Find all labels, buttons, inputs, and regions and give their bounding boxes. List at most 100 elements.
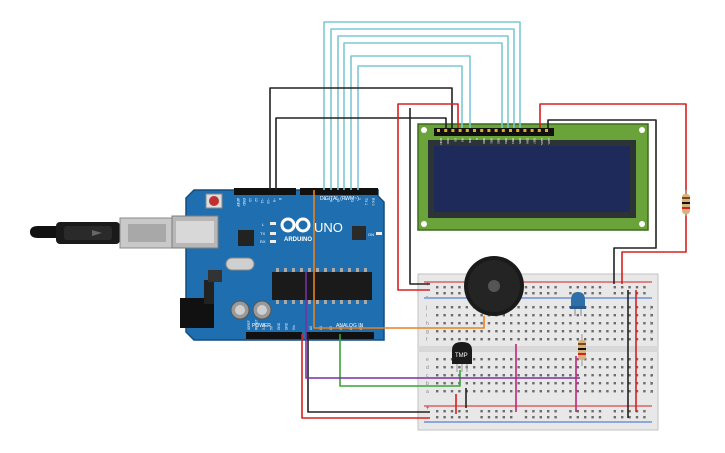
breadboard-hole[interactable] <box>450 314 454 317</box>
wire-purple[interactable] <box>305 272 580 379</box>
digital-header-right[interactable] <box>300 188 378 195</box>
breadboard-hole[interactable] <box>650 374 653 377</box>
breadboard-hole[interactable] <box>458 314 461 317</box>
breadboard-hole[interactable] <box>584 286 587 289</box>
breadboard-hole[interactable] <box>569 338 572 341</box>
breadboard-hole[interactable] <box>561 358 565 361</box>
breadboard-hole[interactable] <box>591 338 594 341</box>
breadboard-hole[interactable] <box>510 374 513 377</box>
breadboard-hole[interactable] <box>487 358 491 361</box>
lcd-pin[interactable] <box>537 129 541 132</box>
breadboard-hole[interactable] <box>598 306 602 309</box>
breadboard-hole[interactable] <box>532 374 535 377</box>
breadboard-hole[interactable] <box>532 338 535 341</box>
breadboard-hole[interactable] <box>517 314 520 317</box>
breadboard-hole[interactable] <box>436 330 439 333</box>
breadboard-hole[interactable] <box>524 338 528 341</box>
breadboard-hole[interactable] <box>547 322 550 325</box>
lcd-pin[interactable] <box>501 129 505 132</box>
breadboard-hole[interactable] <box>443 410 446 413</box>
breadboard-hole[interactable] <box>621 330 624 333</box>
breadboard-hole[interactable] <box>458 286 461 289</box>
breadboard-hole[interactable] <box>473 374 476 377</box>
breadboard-hole[interactable] <box>547 382 550 385</box>
breadboard-hole[interactable] <box>450 286 454 289</box>
lcd-pin[interactable] <box>437 129 440 132</box>
breadboard-hole[interactable] <box>487 410 491 413</box>
lcd-pin[interactable] <box>458 129 462 132</box>
breadboard-hole[interactable] <box>591 314 594 317</box>
breadboard-hole[interactable] <box>569 416 572 419</box>
breadboard-hole[interactable] <box>621 306 624 309</box>
breadboard-hole[interactable] <box>650 366 653 369</box>
breadboard-hole[interactable] <box>458 322 461 325</box>
breadboard-hole[interactable] <box>436 314 439 317</box>
lcd-pin[interactable] <box>473 129 476 132</box>
digital-header-left[interactable] <box>234 188 296 195</box>
breadboard-hole[interactable] <box>576 286 579 289</box>
wire-orange-buzzer[interactable] <box>313 190 485 329</box>
breadboard-hole[interactable] <box>613 358 616 361</box>
breadboard-hole[interactable] <box>487 390 491 393</box>
breadboard-hole[interactable] <box>635 374 639 377</box>
breadboard-hole[interactable] <box>443 416 446 419</box>
breadboard-hole[interactable] <box>443 330 446 333</box>
breadboard-hole[interactable] <box>613 330 616 333</box>
breadboard-hole[interactable] <box>532 416 535 419</box>
breadboard-hole[interactable] <box>480 358 483 361</box>
breadboard-hole[interactable] <box>532 322 535 325</box>
breadboard-hole[interactable] <box>539 358 542 361</box>
breadboard-hole[interactable] <box>584 374 587 377</box>
breadboard-hole[interactable] <box>524 292 528 295</box>
breadboard-hole[interactable] <box>569 374 572 377</box>
breadboard-hole[interactable] <box>510 390 513 393</box>
breadboard-hole[interactable] <box>473 382 476 385</box>
breadboard-hole[interactable] <box>502 416 505 419</box>
breadboard-hole[interactable] <box>606 366 609 369</box>
breadboard-hole[interactable] <box>443 306 446 309</box>
breadboard-hole[interactable] <box>584 382 587 385</box>
breadboard-hole[interactable] <box>554 338 557 341</box>
breadboard-hole[interactable] <box>465 416 468 419</box>
breadboard-hole[interactable] <box>458 338 461 341</box>
breadboard-hole[interactable] <box>539 322 542 325</box>
lcd-pin[interactable] <box>545 129 548 132</box>
breadboard-hole[interactable] <box>547 338 550 341</box>
breadboard-hole[interactable] <box>539 382 542 385</box>
breadboard-hole[interactable] <box>539 416 542 419</box>
breadboard-hole[interactable] <box>591 330 594 333</box>
breadboard-hole[interactable] <box>473 390 476 393</box>
breadboard-hole[interactable] <box>450 366 454 369</box>
breadboard-hole[interactable] <box>576 322 579 325</box>
breadboard-hole[interactable] <box>502 338 505 341</box>
breadboard-hole[interactable] <box>643 330 646 333</box>
breadboard-hole[interactable] <box>569 314 572 317</box>
breadboard-hole[interactable] <box>465 330 468 333</box>
breadboard-hole[interactable] <box>621 292 624 295</box>
breadboard-hole[interactable] <box>591 292 594 295</box>
breadboard-hole[interactable] <box>628 416 631 419</box>
breadboard-hole[interactable] <box>495 410 498 413</box>
breadboard-hole[interactable] <box>621 322 624 325</box>
breadboard-hole[interactable] <box>480 416 483 419</box>
breadboard-hole[interactable] <box>584 330 587 333</box>
breadboard-hole[interactable] <box>495 322 498 325</box>
breadboard-hole[interactable] <box>517 306 520 309</box>
breadboard-hole[interactable] <box>643 410 646 413</box>
breadboard-hole[interactable] <box>502 330 505 333</box>
breadboard-hole[interactable] <box>576 366 579 369</box>
breadboard-hole[interactable] <box>502 314 505 317</box>
breadboard-hole[interactable] <box>547 314 550 317</box>
breadboard-hole[interactable] <box>510 416 513 419</box>
breadboard-hole[interactable] <box>628 330 631 333</box>
wire-black-gnd-bottom[interactable] <box>307 334 430 413</box>
breadboard-hole[interactable] <box>495 338 498 341</box>
piezo-buzzer[interactable] <box>464 256 524 316</box>
breadboard-hole[interactable] <box>436 382 439 385</box>
breadboard-hole[interactable] <box>480 338 483 341</box>
breadboard-hole[interactable] <box>591 382 594 385</box>
breadboard-hole[interactable] <box>487 374 491 377</box>
breadboard-hole[interactable] <box>554 322 557 325</box>
breadboard-hole[interactable] <box>465 374 468 377</box>
lcd-pin[interactable] <box>509 129 512 132</box>
